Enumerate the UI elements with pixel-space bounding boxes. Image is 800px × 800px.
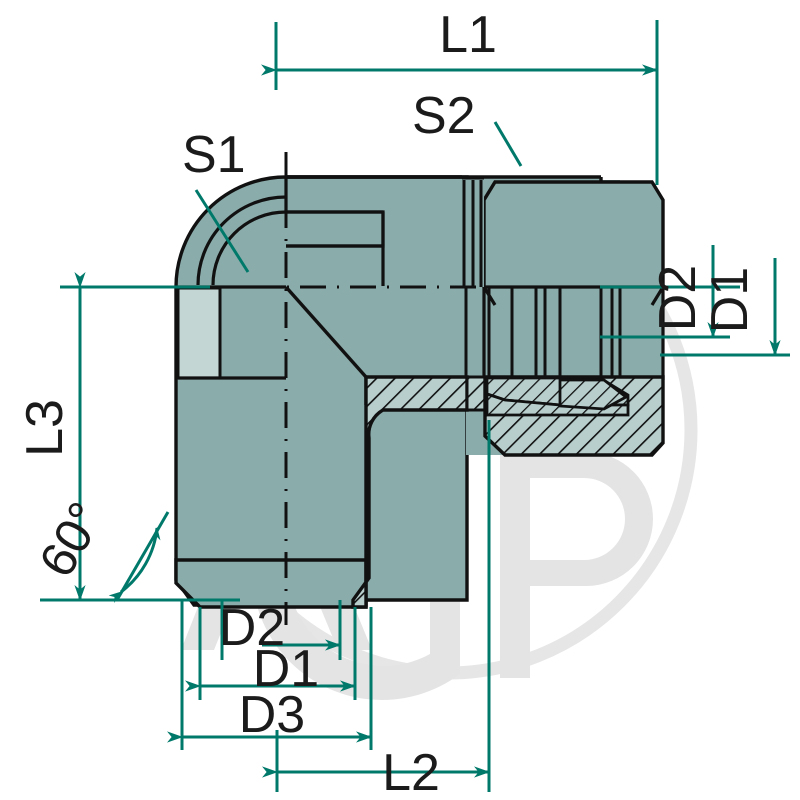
thread-ticks bbox=[464, 286, 622, 377]
dimension-D1-right bbox=[660, 258, 790, 357]
label-S1: S1 bbox=[182, 126, 246, 184]
label-L3: L3 bbox=[16, 399, 74, 457]
dimension-text-labels: L1 S1 S2 D2 D1 L3 60° D2 D1 D3 L2 bbox=[16, 6, 759, 800]
dimension-annotations bbox=[40, 20, 790, 792]
label-D2-right: D2 bbox=[649, 265, 707, 331]
dimension-L1 bbox=[261, 20, 659, 185]
leader-S2 bbox=[493, 121, 523, 167]
label-D2-bottom: D2 bbox=[219, 599, 285, 657]
dimension-D2-right bbox=[600, 245, 740, 339]
label-S2: S2 bbox=[412, 87, 476, 145]
fitting-part-geometry bbox=[150, 152, 690, 625]
label-D1-right: D1 bbox=[701, 267, 759, 333]
dimension-D2-bottom bbox=[220, 600, 342, 660]
dimension-angle-60 bbox=[108, 511, 170, 603]
label-L1: L1 bbox=[439, 6, 497, 64]
leader-S1 bbox=[194, 189, 250, 273]
section-hatching bbox=[351, 375, 665, 609]
top-shoulder-detail bbox=[284, 177, 385, 286]
dimension-D3-bottom bbox=[167, 600, 373, 750]
label-L2: L2 bbox=[382, 744, 440, 800]
dimension-D1-bottom bbox=[185, 607, 357, 700]
label-D1-bottom: D1 bbox=[253, 640, 319, 698]
sleeve-ribs bbox=[462, 176, 484, 287]
label-D3-bottom: D3 bbox=[239, 686, 305, 744]
label-angle-60: 60° bbox=[28, 493, 114, 586]
